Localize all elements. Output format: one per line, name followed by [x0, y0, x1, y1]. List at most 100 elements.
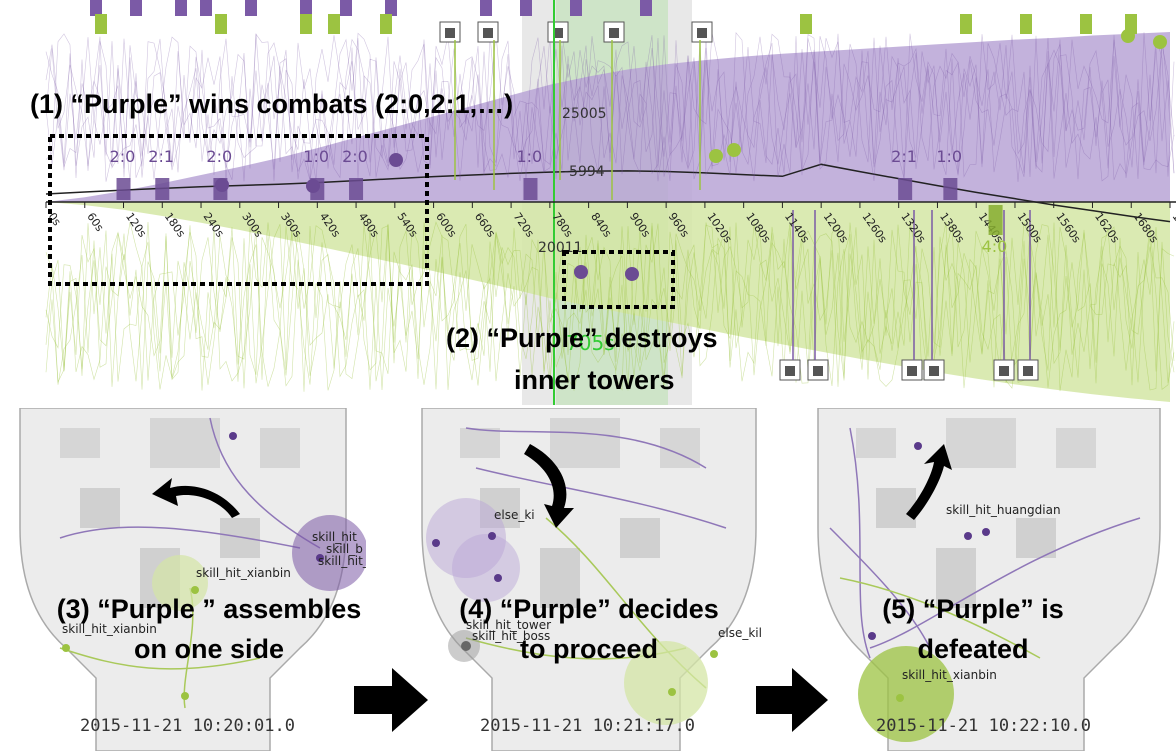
green-event-block: [800, 14, 812, 34]
purple-team-cluster[interactable]: [426, 498, 506, 578]
green-event-dot: [1121, 29, 1135, 43]
combat-marker: [988, 205, 1003, 235]
curved-arrow-up-icon: [906, 444, 952, 520]
tower-icon: [547, 21, 569, 43]
combat-marker: [523, 178, 538, 200]
green-event-dot: [709, 149, 723, 163]
combat-label: 2:1: [148, 147, 174, 166]
value-label: 20011: [538, 240, 583, 256]
hero-dot[interactable]: [181, 692, 189, 700]
map-building: [460, 428, 500, 458]
combat-dot: [389, 153, 403, 167]
hero-dot[interactable]: [488, 532, 496, 540]
map-label: else_ki: [494, 508, 535, 522]
trajectory: [209, 417, 321, 549]
purple-event-block: [385, 0, 397, 16]
tower-event-marker[interactable]: [574, 265, 588, 279]
hero-dot[interactable]: [316, 554, 324, 562]
panel-caption-line1: (3) “Purple ” assembles: [56, 594, 362, 624]
annotation-towers-line2: inner towers: [514, 365, 675, 395]
combat-marker: [943, 178, 958, 200]
combat-label: 1:0: [516, 147, 542, 166]
hero-dot[interactable]: [982, 528, 990, 536]
map-label: skill_b: [326, 542, 363, 556]
tower-icon-body: [483, 28, 493, 38]
tower-icon-body: [907, 366, 917, 376]
green-event-block: [380, 14, 392, 34]
hero-dot[interactable]: [710, 650, 718, 658]
tower-icon: [993, 359, 1015, 381]
map-building: [660, 428, 700, 468]
hero-dot[interactable]: [494, 574, 502, 582]
map-label: skill_hit_b: [318, 554, 366, 568]
map-building: [550, 418, 620, 468]
panel-caption-line1: (4) “Purple” decides: [459, 594, 719, 624]
hero-dot[interactable]: [191, 586, 199, 594]
map-panel-3[interactable]: skill_hit skill_b skill_hit_b skill_hit_…: [0, 408, 366, 751]
purple-detail-line: [45, 32, 1175, 182]
timestamp: 2015-11-21 10:20:01.0: [80, 716, 295, 736]
hero-dot[interactable]: [461, 641, 471, 651]
green-team-cluster[interactable]: [152, 555, 208, 611]
tower-icon-body: [813, 366, 823, 376]
map-panel-4[interactable]: else_ki skill_hit_tower skill_hit_boss e…: [406, 408, 772, 751]
map-label: skill_hit_boss: [472, 629, 551, 643]
timestamp: 2015-11-21 10:21:17.0: [480, 716, 695, 736]
map-building: [60, 428, 100, 458]
value-label: 25005: [562, 106, 607, 122]
purple-team-cluster[interactable]: [292, 515, 366, 591]
tower-icon-body: [445, 28, 455, 38]
purple-detail-line: [45, 36, 1175, 183]
combat-dot: [215, 178, 229, 192]
hero-dot[interactable]: [432, 539, 440, 547]
next-arrow-icon: [756, 668, 828, 732]
green-detail-line: [45, 222, 1175, 389]
map-building: [220, 518, 260, 558]
curved-arrow-down-icon: [524, 444, 574, 528]
tower-icon-body: [785, 366, 795, 376]
map-svg: [421, 408, 757, 751]
purple-team-cluster[interactable]: [452, 534, 520, 602]
map-label: else_kil: [718, 626, 762, 640]
hero-dot[interactable]: [964, 532, 972, 540]
panel-caption-line2: defeated: [917, 634, 1029, 664]
tower-icon-body: [697, 28, 707, 38]
map-label: skill_hit_tower: [466, 618, 552, 632]
trajectory: [829, 527, 931, 649]
tower-event-marker[interactable]: [625, 267, 639, 281]
green-event-block: [328, 14, 340, 34]
green-team-cluster[interactable]: [624, 641, 708, 725]
map-label: skill_hit_xianbin: [902, 668, 997, 682]
green-detail-line: [45, 222, 1175, 391]
hero-dot[interactable]: [229, 432, 237, 440]
trajectory: [465, 427, 707, 469]
green-team-cluster[interactable]: [858, 646, 954, 742]
purple-detail-line: [45, 31, 1175, 182]
green-event-block: [95, 14, 107, 34]
map-building: [620, 518, 660, 558]
green-event-dot: [1153, 35, 1167, 49]
trajectory: [475, 467, 727, 529]
green-detail-line: [45, 222, 1175, 391]
hidden-time-label: 705s: [566, 331, 615, 355]
hero-dot[interactable]: [914, 442, 922, 450]
tower-icon: [439, 21, 461, 43]
tower-icon: [807, 359, 829, 381]
selection-box-combats: [48, 134, 429, 286]
tower-icon-body: [1023, 366, 1033, 376]
green-event-block: [1080, 14, 1092, 34]
hero-dot[interactable]: [896, 694, 904, 702]
map-building: [260, 428, 300, 468]
green-event-dot: [727, 143, 741, 157]
hero-dot[interactable]: [668, 688, 676, 696]
map-panel-5[interactable]: skill_hit_huangdian skill_hit_xianbin (5…: [810, 408, 1176, 751]
combat-label: 2:0: [206, 147, 232, 166]
purple-cumulative-area: [46, 32, 1170, 202]
hero-dot[interactable]: [62, 644, 70, 652]
hero-dot[interactable]: [868, 632, 876, 640]
combat-label: 1:0: [303, 147, 329, 166]
annotation-combats: (1) “Purple” wins combats (2:0,2:1,…): [30, 89, 514, 119]
